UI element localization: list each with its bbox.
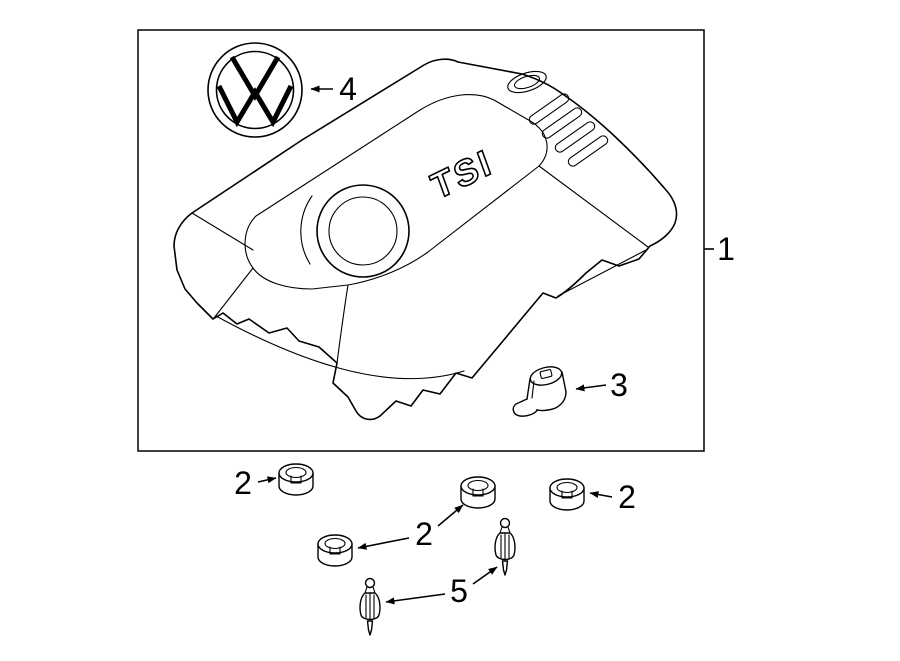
cover-outline	[173, 58, 678, 421]
callout-arrow-2b	[437, 504, 464, 527]
callout-arrow-2d	[357, 537, 410, 550]
callout-label-2c: 2	[618, 479, 636, 515]
callout-arrow-2a	[257, 476, 277, 484]
cover-center-panel	[244, 94, 548, 290]
grommet-part	[278, 463, 314, 496]
callout-label-3: 3	[610, 367, 628, 403]
grommet-part	[317, 534, 353, 567]
grommet-part	[549, 478, 585, 511]
callout-label-1: 1	[717, 231, 735, 267]
callout-label-4: 4	[339, 71, 357, 107]
diagram-frame	[137, 29, 705, 452]
cover-detail-lines	[191, 165, 649, 380]
cap-oval	[507, 70, 547, 94]
bracket-part	[512, 366, 567, 417]
pin-part	[359, 577, 381, 636]
callout-arrow-5b	[385, 593, 446, 605]
callout-arrow-2c	[589, 491, 613, 498]
callout-arrow-3	[575, 384, 607, 392]
oil-cap-circle	[316, 184, 410, 278]
intake-louvers	[528, 93, 609, 167]
callout-arrows	[257, 85, 714, 605]
pin-part	[494, 517, 516, 576]
callout-arrow-5a	[472, 566, 498, 585]
grommet-part	[460, 476, 496, 509]
vw-emblem-icon	[207, 42, 303, 138]
callout-labels: 1 4 3 2 2 2 5	[234, 71, 735, 609]
callout-label-2a: 2	[234, 465, 252, 501]
callout-label-5: 5	[450, 573, 468, 609]
callout-label-2bd: 2	[415, 516, 433, 552]
